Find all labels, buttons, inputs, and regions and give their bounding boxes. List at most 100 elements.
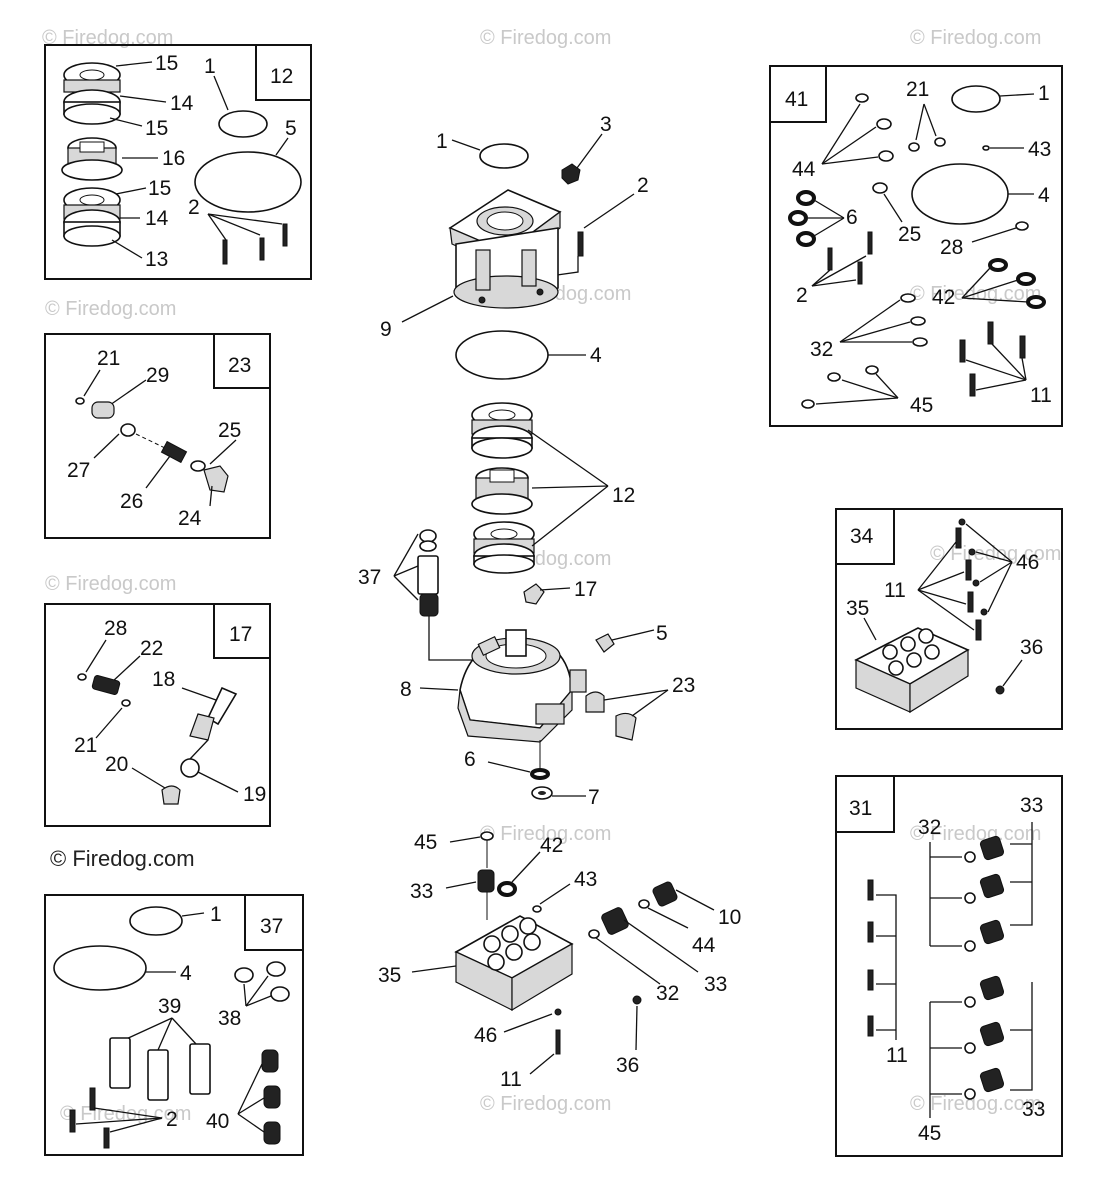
- seal-icon: [266, 961, 286, 977]
- seal-icon: [1016, 272, 1036, 286]
- o-ring-icon: [190, 460, 206, 472]
- screw-icon: [965, 559, 972, 581]
- valve-icon: [91, 401, 115, 419]
- spring-icon: [263, 1121, 281, 1145]
- callout-label: 32: [918, 816, 941, 839]
- o-ring-icon: [876, 118, 892, 130]
- screw-icon: [969, 373, 976, 397]
- screw-icon: [222, 239, 228, 265]
- screw-icon: [955, 527, 962, 549]
- callout-label: 46: [1016, 551, 1039, 574]
- callout-label: 15: [145, 117, 168, 140]
- screw-icon: [103, 1127, 110, 1149]
- callout-label: 2: [637, 174, 649, 197]
- fitting-icon: [206, 686, 238, 726]
- kit-number-tab: [213, 334, 270, 389]
- callout-label: 11: [884, 579, 906, 602]
- seat-icon: [161, 785, 181, 805]
- callout-label: 44: [792, 158, 816, 181]
- callout-label: 1: [204, 55, 216, 78]
- o-ring-icon: [532, 905, 542, 913]
- watermark: © Firedog.com: [45, 298, 176, 320]
- seal-icon: [234, 967, 254, 983]
- callout-label: 43: [574, 868, 597, 891]
- callout-label: 4: [590, 344, 602, 367]
- callout-label: 45: [918, 1122, 941, 1145]
- kit-number-tab: [836, 509, 895, 565]
- o-ring-icon: [77, 673, 87, 681]
- callout-label: 15: [148, 177, 171, 200]
- kit-number: 41: [785, 88, 808, 111]
- kit-box-frame: [835, 508, 1063, 730]
- callout-label: 26: [120, 490, 143, 513]
- callout-label: 42: [932, 286, 955, 309]
- o-ring-icon: [951, 85, 1001, 113]
- valve-set-upper: [964, 835, 1005, 952]
- callout-label: 40: [206, 1110, 229, 1133]
- kit-box-34: 34 46 11 35 36: [835, 508, 1063, 730]
- bearing-race-icon: [61, 137, 123, 181]
- callout-label: 12: [612, 484, 635, 507]
- callout-label: 25: [898, 223, 921, 246]
- valve-head-icon: [454, 915, 574, 1012]
- callout-label: 14: [170, 92, 194, 115]
- seal-icon: [796, 231, 816, 247]
- o-ring-icon: [75, 397, 85, 405]
- o-ring-icon: [934, 137, 946, 147]
- callout-label: 4: [180, 962, 192, 985]
- callout-label: 35: [378, 964, 401, 987]
- screw-icon: [987, 321, 994, 345]
- o-ring-icon: [218, 110, 268, 138]
- callout-label: 46: [474, 1024, 497, 1047]
- callout-label: 23: [672, 674, 695, 697]
- kit-box-frame: [44, 894, 304, 1156]
- kit-box-41: 41 1 21 44 43 4 25 6 28: [769, 65, 1063, 427]
- watermark: © Firedog.com: [910, 1093, 1041, 1115]
- callout-label: 4: [1038, 184, 1050, 207]
- callout-label: 6: [464, 748, 476, 771]
- seal-icon: [988, 258, 1008, 272]
- screw-icon: [867, 231, 873, 255]
- kit-number: 17: [229, 623, 252, 646]
- nut-icon: [561, 163, 581, 185]
- screw-icon: [867, 969, 874, 991]
- o-ring-icon: [878, 150, 894, 162]
- callout-label: 32: [810, 338, 833, 361]
- spring-icon: [263, 1085, 281, 1109]
- screw-icon: [827, 247, 833, 271]
- kit-box-frame: [769, 65, 1063, 427]
- callout-label: 27: [67, 459, 90, 482]
- callout-label: 2: [796, 284, 808, 307]
- callout-label: 21: [906, 78, 929, 101]
- callout-label: 43: [1028, 138, 1051, 161]
- seal-icon: [419, 540, 437, 552]
- callout-label: 29: [146, 364, 169, 387]
- callout-label: 37: [358, 566, 381, 589]
- seal-icon: [1026, 295, 1046, 309]
- kit-number: 23: [228, 354, 251, 377]
- fitting-icon: [523, 583, 545, 605]
- callout-label: 22: [140, 637, 163, 660]
- piston-icon: [147, 1049, 169, 1101]
- kit-box-17: 17 28 22 18 21 19 20: [44, 603, 271, 827]
- callout-label: 20: [105, 753, 128, 776]
- callout-label: 19: [243, 783, 266, 806]
- o-ring-icon: [53, 945, 147, 991]
- callout-label: 2: [166, 1108, 178, 1131]
- callout-label: 16: [162, 147, 185, 170]
- kit-box-23: 23 21 29 25 27 26 24: [44, 333, 271, 539]
- kit-box-frame: [44, 333, 271, 539]
- screw-icon: [867, 1015, 874, 1037]
- callout-label: 33: [1022, 1098, 1045, 1121]
- seal-icon: [497, 881, 517, 897]
- thrust-bearing-icon: [471, 402, 533, 459]
- plug-icon: [615, 712, 637, 741]
- o-ring-icon: [588, 929, 600, 939]
- watermark: © Firedog.com: [480, 823, 611, 845]
- o-ring-icon: [801, 399, 815, 409]
- screw-icon: [857, 261, 863, 285]
- watermark: © Firedog.com: [910, 823, 1041, 845]
- callout-label: 24: [178, 507, 202, 530]
- callout-label: 45: [414, 831, 437, 854]
- o-ring-icon: [908, 142, 920, 152]
